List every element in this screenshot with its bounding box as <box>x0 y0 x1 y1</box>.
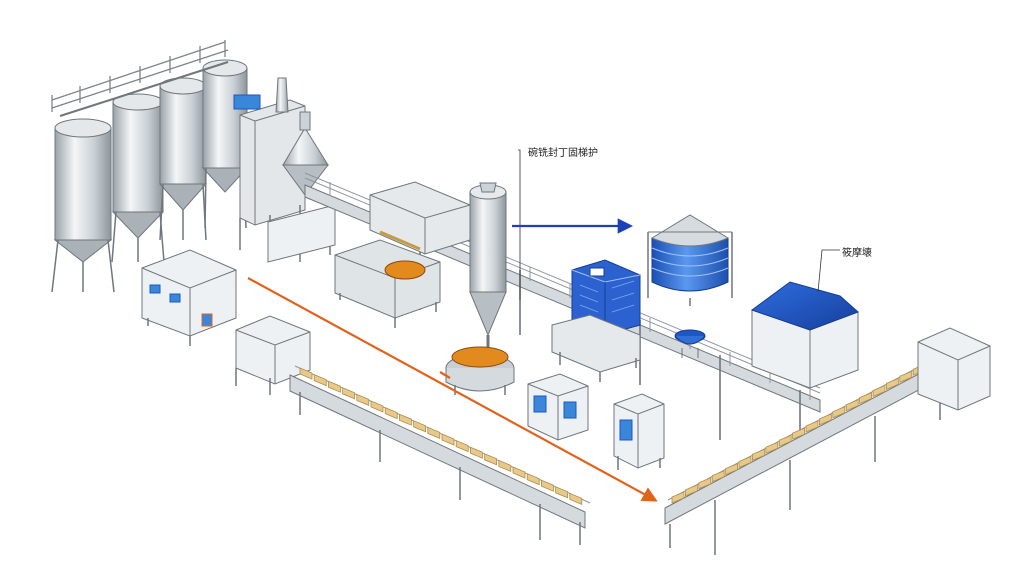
packaging-machine <box>750 281 859 389</box>
product-slab <box>413 420 426 433</box>
product-slab <box>356 393 370 406</box>
right-conveyor-products <box>671 363 926 504</box>
mixer-tower <box>233 77 336 263</box>
top-callout-label: 碗铣封丁固梯护 <box>528 148 598 159</box>
small-cabinet-pair <box>527 373 589 441</box>
product-slab <box>328 380 341 393</box>
cone-hopper <box>282 111 330 196</box>
control-box-large <box>141 249 237 346</box>
right-callout-label: 筱摩壊 <box>842 248 872 259</box>
status-screen <box>169 293 181 303</box>
blue-bowl <box>674 329 706 358</box>
cabinet-screen <box>563 401 577 419</box>
silo <box>158 77 208 241</box>
left-conveyor-products <box>299 367 583 505</box>
product-slab <box>299 367 313 380</box>
product-slab <box>313 374 327 387</box>
silo-bank <box>51 40 249 293</box>
cabinet-screen <box>619 419 633 441</box>
product-slab <box>805 420 819 433</box>
product-slab <box>342 387 355 400</box>
product-slab <box>399 413 412 426</box>
product-slab <box>512 466 526 479</box>
product-slab <box>671 491 685 504</box>
right-end-box <box>917 327 991 411</box>
product-slab <box>384 407 398 420</box>
lower-right-conveyor <box>664 359 941 555</box>
product-slab <box>765 441 779 454</box>
tower-panel <box>233 94 261 110</box>
flow-arrow-orange <box>247 277 658 502</box>
cabinet-screen <box>533 395 547 413</box>
product-slab <box>819 413 832 426</box>
product-slab <box>738 455 752 469</box>
product-slab <box>778 434 792 447</box>
product-slab <box>899 370 913 383</box>
product-slab <box>859 392 872 405</box>
product-slab <box>711 470 725 483</box>
product-slab <box>685 484 698 497</box>
control-panel <box>201 313 213 327</box>
product-slab <box>498 459 512 472</box>
product-slab <box>832 406 846 419</box>
product-slab <box>555 486 568 499</box>
product-slab <box>872 384 886 398</box>
product-slab <box>370 400 384 413</box>
product-slab <box>886 377 899 390</box>
product-slab <box>792 427 805 440</box>
silo <box>51 118 115 293</box>
product-slab <box>541 479 554 492</box>
status-screen <box>149 284 161 294</box>
tall-cyclone <box>445 182 515 395</box>
product-slab <box>427 426 441 439</box>
vat-contents <box>451 346 509 368</box>
silo <box>111 93 165 263</box>
frying-vat <box>334 239 441 328</box>
tower-pipe <box>275 77 289 113</box>
fryer-oil <box>384 260 426 280</box>
product-slab <box>470 446 483 459</box>
lower-oven <box>235 315 311 385</box>
blue-cabinet <box>551 259 641 382</box>
product-slab <box>441 433 455 446</box>
product-slab <box>845 399 859 412</box>
small-cabinet-single <box>613 393 665 470</box>
silo-pipe <box>59 61 229 117</box>
product-slab <box>752 448 765 461</box>
product-slab <box>569 492 583 505</box>
top-callout-leader <box>518 149 521 300</box>
product-slab <box>698 477 712 490</box>
blue-water-tank <box>647 214 733 306</box>
product-slab <box>725 463 738 476</box>
product-slab <box>526 473 540 486</box>
orange-tick <box>439 371 451 379</box>
product-slab <box>455 440 469 453</box>
right-callout-leader <box>817 249 840 293</box>
product-slab <box>484 453 497 466</box>
silo-walkway <box>51 40 229 112</box>
